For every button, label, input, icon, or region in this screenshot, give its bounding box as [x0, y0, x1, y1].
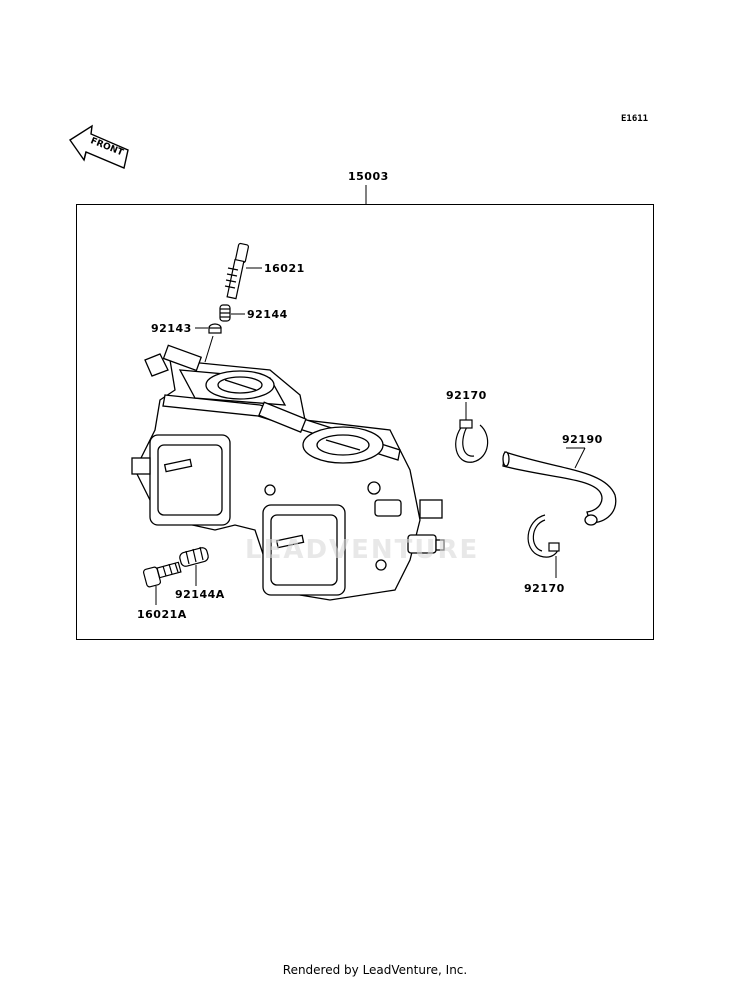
- callout-92170-upper[interactable]: 92170: [446, 389, 487, 402]
- part-92170-clamp-lower: [527, 514, 560, 558]
- callout-92143[interactable]: 92143: [151, 322, 192, 335]
- part-92144A-spring: [179, 546, 209, 567]
- callout-16021A[interactable]: 16021A: [137, 608, 187, 621]
- part-92143-ring: [208, 323, 222, 334]
- footer-credit: Rendered by LeadVenture, Inc.: [282, 963, 468, 977]
- callout-15003[interactable]: 15003: [348, 170, 389, 183]
- watermark-text: LEADVENTURE: [245, 535, 479, 565]
- front-arrow-icon: [69, 124, 129, 169]
- carburetor-body: [131, 344, 445, 601]
- part-16021-screw: [224, 242, 249, 300]
- callout-92170-lower[interactable]: 92170: [524, 582, 565, 595]
- part-16021A-screw: [142, 561, 182, 588]
- callout-92144A[interactable]: 92144A: [175, 588, 225, 601]
- assembly-frame: [76, 204, 654, 640]
- part-92144-spring: [219, 304, 231, 322]
- callout-92190[interactable]: 92190: [562, 433, 603, 446]
- callout-16021[interactable]: 16021: [264, 262, 305, 275]
- diagram-code: E1611: [621, 114, 649, 124]
- part-92190-hose: [502, 451, 617, 526]
- part-92170-clamp-upper: [455, 419, 489, 463]
- callout-92144[interactable]: 92144: [247, 308, 288, 321]
